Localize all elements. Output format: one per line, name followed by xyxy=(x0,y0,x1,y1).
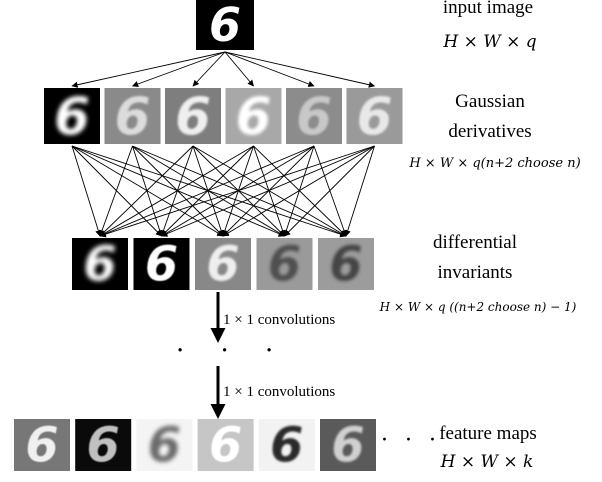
input-to-gaussian-arrow-4 xyxy=(224,51,254,87)
gaussian-3-to-invariant-4-arrow xyxy=(192,145,285,237)
invariants-title-line2: invariants xyxy=(437,262,513,283)
gaussian-2-to-invariant-3-arrow xyxy=(132,145,224,237)
gaussian-1-to-invariant-1-arrow xyxy=(71,145,102,237)
gaussian-6-to-invariant-2-arrow xyxy=(160,145,375,237)
feature-row-ellipsis: · · · xyxy=(381,428,441,453)
gaussian-2-to-invariant-4-arrow xyxy=(132,145,286,237)
feature-maps-dims: H × W × k xyxy=(440,452,534,472)
differential-invariant-tile-3-background xyxy=(195,238,251,290)
convolutions-label-2: 1 × 1 convolutions xyxy=(223,384,336,400)
differential-invariant-tile-5: 6 xyxy=(318,238,374,293)
gaussian-derivative-tile-4-digit: 6 xyxy=(236,87,272,147)
gaussian-derivative-tile-2: 6 xyxy=(104,87,161,147)
invariants-title-line1: differential xyxy=(432,232,518,253)
gaussian-5-to-invariant-1-arrow xyxy=(99,145,315,237)
feature-map-tile-5-background xyxy=(258,419,315,471)
gaussian-derivative-tile-5: 6 xyxy=(286,87,342,147)
input-to-gaussian-arrow-2 xyxy=(131,51,226,88)
feature-map-tile-2-background xyxy=(75,419,132,471)
feature-map-tile-4-background xyxy=(197,419,254,471)
differential-invariant-tile-2-background xyxy=(133,238,190,290)
gaussian-3-to-invariant-5-arrow xyxy=(192,145,347,237)
convolutions-label-1: 1 × 1 convolutions xyxy=(223,312,336,328)
gaussian-dims-text: H × W × q(n+2 choose n) xyxy=(409,156,581,171)
input-image-dims: H × W × q xyxy=(443,32,537,52)
feature-map-tile-2-digit: 6 xyxy=(87,419,120,474)
feature-map-tile-1: 6 xyxy=(14,419,70,474)
gaussian-derivative-tile-5-background xyxy=(286,88,342,144)
differential-invariant-tile-4-digit: 6 xyxy=(268,238,301,293)
gaussian-6-to-invariant-1-arrow xyxy=(99,145,375,238)
input-to-gaussian-arrow-5 xyxy=(224,51,315,87)
gaussian-derivative-tile-5-digit: 6 xyxy=(296,87,332,147)
gaussian-derivative-tile-3: 6 xyxy=(165,87,221,147)
differential-invariant-tile-5-background xyxy=(318,238,374,290)
input-image-tile-background xyxy=(196,0,254,50)
gaussian-6-to-invariant-4-arrow xyxy=(284,145,375,237)
gaussian-derivative-tile-4: 6 xyxy=(225,87,282,147)
gaussian-4-to-invariant-1-arrow xyxy=(99,145,254,237)
differential-invariant-tile-2: 6 xyxy=(133,238,190,293)
gaussian-derivative-tile-1-background xyxy=(44,88,100,144)
input-image-tile-digit: 6 xyxy=(209,0,241,52)
differential-invariant-tile-3-digit: 6 xyxy=(206,238,239,293)
gaussian-4-to-invariant-5-arrow xyxy=(253,145,347,237)
gaussian-derivative-tile-6: 6 xyxy=(346,87,403,147)
differential-invariant-tile-3: 6 xyxy=(195,238,251,293)
gaussian-derivative-tile-4-background xyxy=(225,88,282,144)
differential-invariant-tile-4: 6 xyxy=(256,238,313,293)
differential-invariant-tile-1-background xyxy=(72,238,128,290)
gaussian-derivative-tile-2-digit: 6 xyxy=(115,87,151,147)
feature-map-tile-5-digit: 6 xyxy=(270,419,303,474)
connection-lines xyxy=(71,51,376,238)
gaussian-title-line2: derivatives xyxy=(448,121,532,142)
feature-map-tile-3-background xyxy=(136,419,193,471)
feature-map-tile-4: 6 xyxy=(197,419,254,474)
differential-invariant-tile-1-digit: 6 xyxy=(83,238,116,293)
gaussian-title-line1: Gaussian xyxy=(455,91,525,112)
input-to-gaussian-arrow-1 xyxy=(71,51,226,88)
input-image-title: input image xyxy=(442,0,534,18)
differential-invariant-tile-1: 6 xyxy=(72,238,128,293)
gaussian-derivative-tile-3-background xyxy=(165,88,221,144)
invariants-dims-text: H × W × q ((n+2 choose n) − 1) xyxy=(379,300,577,314)
feature-map-tile-2: 6 xyxy=(75,419,132,474)
invariants-dims: H × W × q ((n+2 choose n) − 1) xyxy=(360,296,596,316)
differential-invariant-tile-4-background xyxy=(256,238,313,290)
gaussian-derivative-tile-6-digit: 6 xyxy=(357,87,393,147)
feature-map-tile-6-digit: 6 xyxy=(331,419,364,474)
feature-map-tile-3-digit: 6 xyxy=(148,419,181,474)
input-to-gaussian-arrow-3 xyxy=(192,51,226,87)
feature-map-tile-4-digit: 6 xyxy=(209,419,242,474)
feature-maps-title: feature maps xyxy=(439,423,537,444)
feature-map-tile-3: 6 xyxy=(136,419,193,474)
feature-map-tile-1-background xyxy=(14,419,70,471)
gaussian-derivative-tile-6-background xyxy=(346,88,403,144)
gaussian-derivative-tile-2-background xyxy=(104,88,161,144)
vertical-ellipsis: · · · xyxy=(176,336,288,366)
gaussian-derivative-tile-3-digit: 6 xyxy=(175,87,211,147)
gaussian-6-to-invariant-3-arrow xyxy=(222,145,375,237)
gaussian-6-to-invariant-5-arrow xyxy=(344,145,375,237)
feature-map-tile-6-background xyxy=(320,419,376,471)
gaussian-3-to-invariant-1-arrow xyxy=(99,145,194,237)
differential-invariant-tile-2-digit: 6 xyxy=(145,238,178,293)
gaussian-derivative-tile-1: 6 xyxy=(44,87,100,147)
gaussian-dims: H × W × q(n+2 choose n) xyxy=(395,152,595,172)
gaussian-2-to-invariant-1-arrow xyxy=(98,145,133,237)
gaussian-derivative-tile-1-digit: 6 xyxy=(54,87,90,147)
feature-map-tile-1-digit: 6 xyxy=(25,419,58,474)
feature-map-tile-5: 6 xyxy=(258,419,315,474)
feature-map-tile-6: 6 xyxy=(320,419,376,474)
input-to-gaussian-arrow-6 xyxy=(224,51,376,88)
differential-invariant-tile-5-digit: 6 xyxy=(329,238,362,293)
input-image-tile: 6 xyxy=(196,0,254,52)
